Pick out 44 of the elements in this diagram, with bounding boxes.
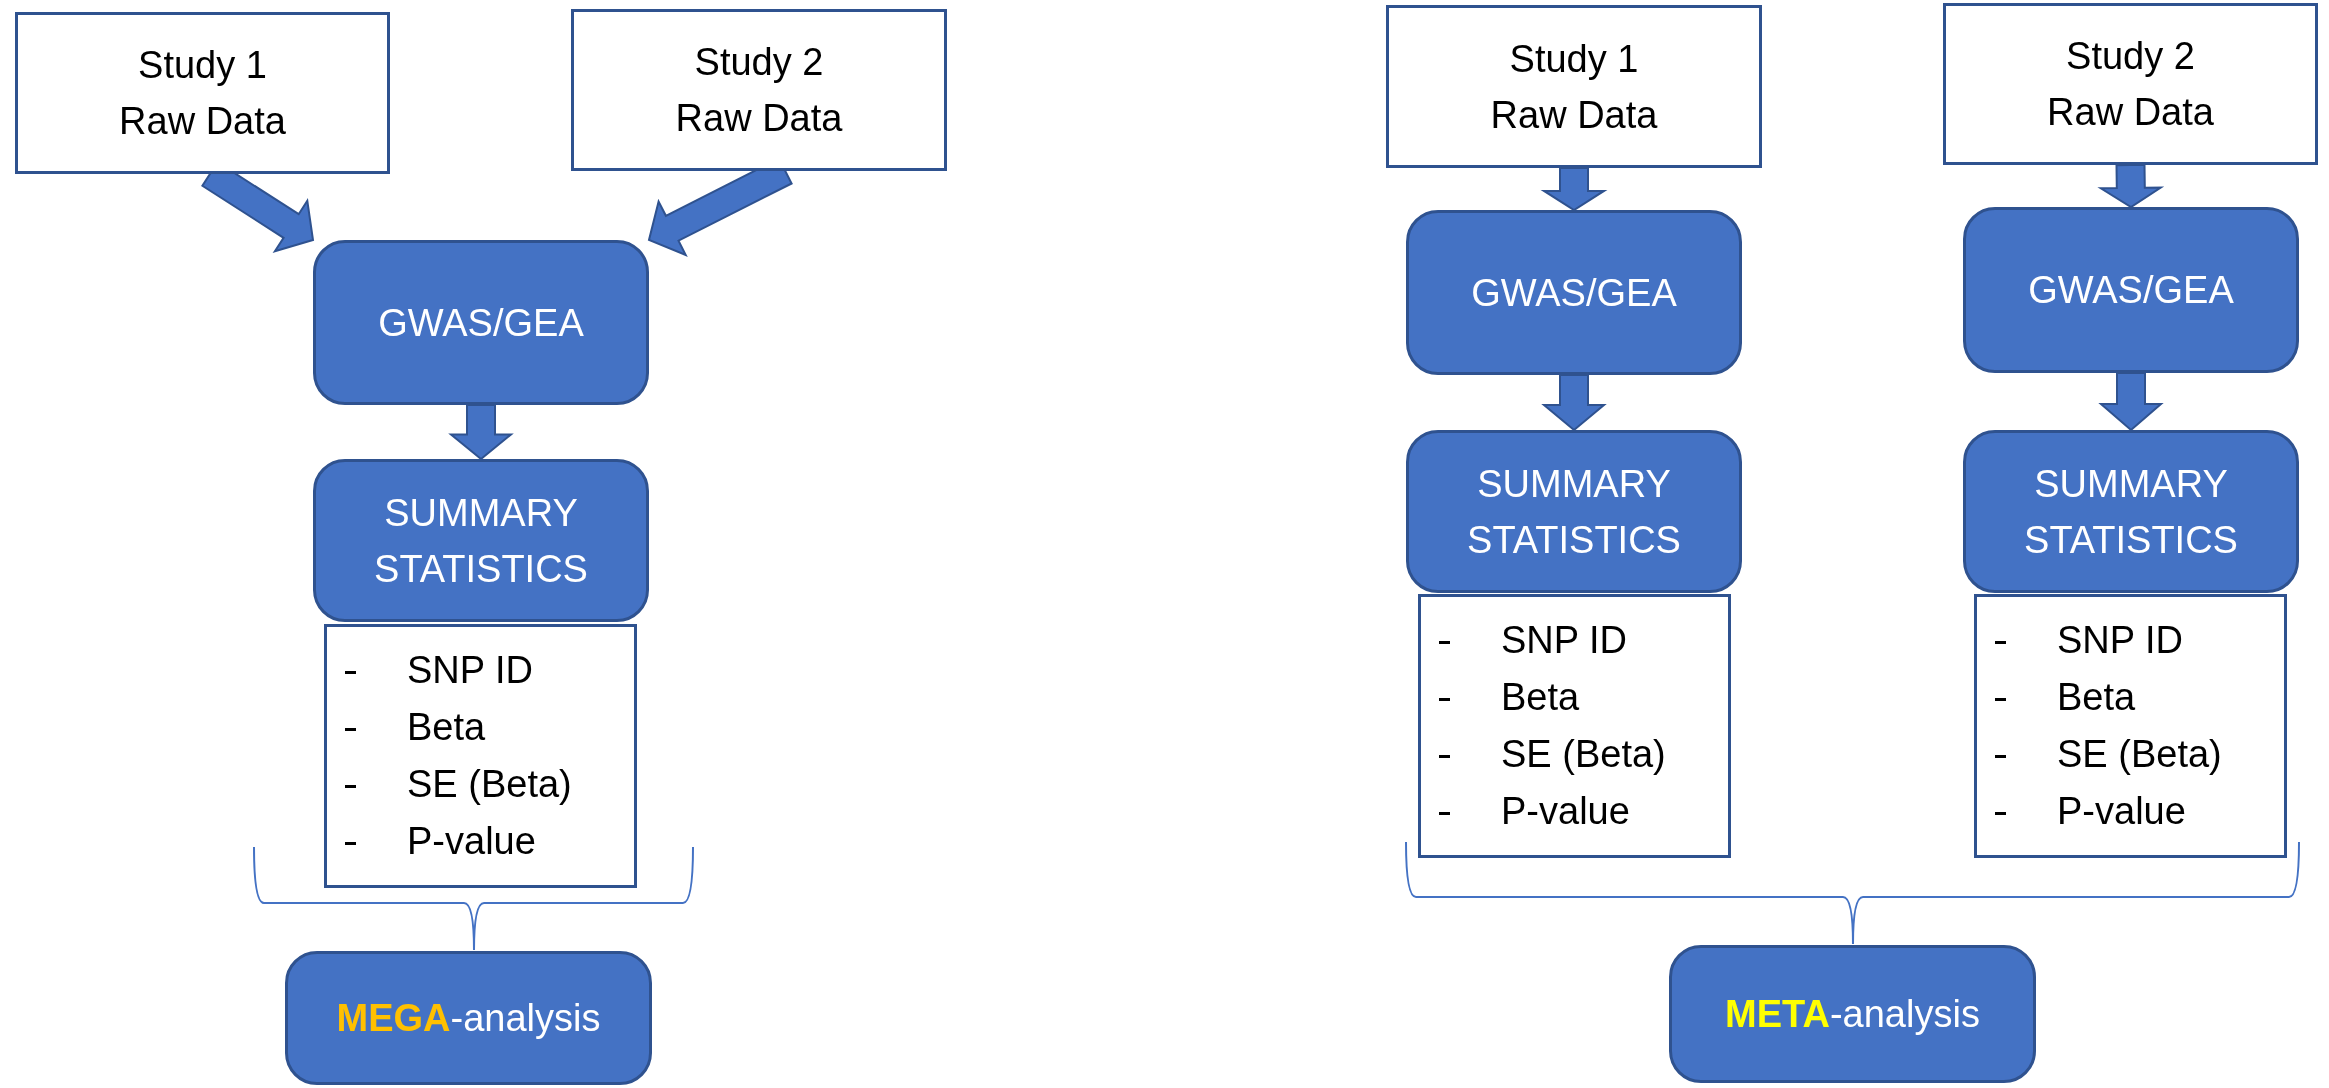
process-box <box>1406 430 1742 593</box>
process-label: SUMMARY STATISTICS <box>2023 461 2239 563</box>
data-source-box <box>1943 3 2318 165</box>
process-box <box>313 240 649 405</box>
process-box <box>313 459 649 622</box>
statistics-list-box <box>1418 594 1731 858</box>
source-label: Study 1 Raw Data <box>1489 36 1659 138</box>
block-arrow <box>448 404 514 461</box>
process-box <box>1963 207 2299 373</box>
list-item: Beta <box>1435 669 1666 726</box>
data-source-box <box>571 9 947 171</box>
block-arrow <box>2097 163 2165 209</box>
process-box <box>285 951 652 1085</box>
process-label: META-analysis <box>1725 992 1980 1037</box>
list-item: P-value <box>341 813 572 870</box>
data-source-box <box>1386 5 1762 168</box>
process-box <box>1406 210 1742 375</box>
list-item: SNP ID <box>341 642 572 699</box>
source-label: Study 1 Raw Data <box>118 43 287 144</box>
source-label: Study 2 Raw Data <box>674 40 844 141</box>
block-arrow <box>1541 374 1607 432</box>
list-item: SE (Beta) <box>1435 726 1666 783</box>
data-source-box <box>15 12 390 174</box>
list-item: Beta <box>1991 669 2222 726</box>
process-label: GWAS/GEA <box>2028 268 2234 313</box>
list-item: SNP ID <box>1435 612 1666 669</box>
process-box <box>1963 430 2299 593</box>
list-item: SE (Beta) <box>1991 726 2222 783</box>
process-label: SUMMARY STATISTICS <box>1466 461 1682 563</box>
process-label: GWAS/GEA <box>1471 270 1677 316</box>
list-item: SE (Beta) <box>341 756 572 813</box>
process-label: MEGA-analysis <box>336 996 601 1041</box>
block-arrow <box>2098 372 2164 432</box>
list-item: P-value <box>1991 783 2222 840</box>
statistics-list-box <box>324 624 637 888</box>
block-arrow <box>1540 167 1608 212</box>
list-item: P-value <box>1435 783 1666 840</box>
process-label: GWAS/GEA <box>378 300 584 346</box>
source-label: Study 2 Raw Data <box>2046 34 2215 135</box>
statistics-list-box <box>1974 594 2287 858</box>
process-label: SUMMARY STATISTICS <box>373 490 589 592</box>
list-item: SNP ID <box>1991 612 2222 669</box>
process-box <box>1669 945 2036 1083</box>
list-item: Beta <box>341 699 572 756</box>
